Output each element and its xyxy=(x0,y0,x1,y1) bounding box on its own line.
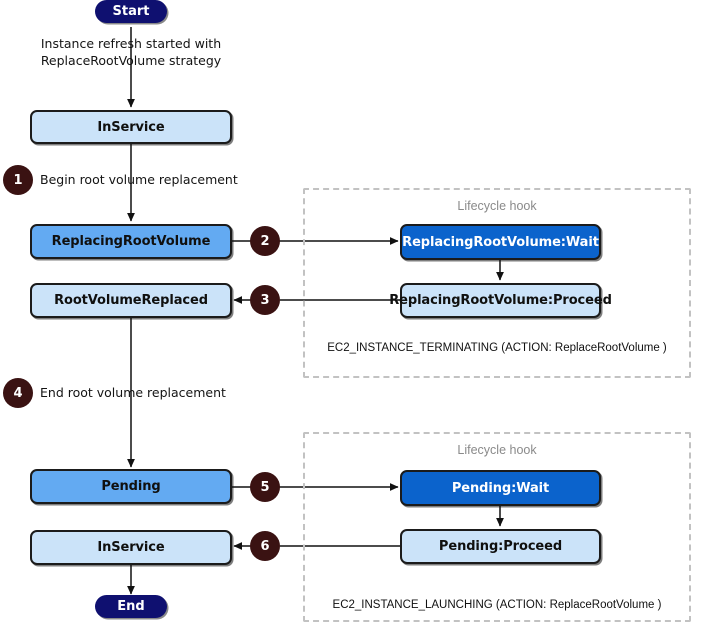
lifecycle-hook-title: Lifecycle hook xyxy=(457,443,537,457)
lifecycle-hook-caption: EC2_INSTANCE_TERMINATING (ACTION: Replac… xyxy=(327,342,667,354)
end-label: End xyxy=(117,599,145,614)
state-label: ReplacingRootVolume:Proceed xyxy=(389,293,612,308)
state-pending: Pending xyxy=(30,469,232,504)
state-inservice-top: InService xyxy=(30,110,232,144)
step-badge-label: 5 xyxy=(260,479,270,495)
lifecycle-hook-group-terminating: Lifecycle hook EC2_INSTANCE_TERMINATING … xyxy=(303,188,691,378)
step-badge-1: 1 xyxy=(3,165,33,195)
state-label: RootVolumeReplaced xyxy=(54,293,208,308)
state-inservice-bottom: InService xyxy=(30,530,232,565)
state-label: Pending:Proceed xyxy=(438,539,563,554)
state-label: Pending:Wait xyxy=(451,480,550,496)
state-label: ReplacingRootVolume:Wait xyxy=(402,234,599,250)
hook-state-pending-wait: Pending:Wait xyxy=(400,470,601,506)
hook-state-pending-proceed: Pending:Proceed xyxy=(400,529,601,564)
edge-label-begin-replacement: Begin root volume replacement xyxy=(40,172,238,187)
state-rootvolumereplaced: RootVolumeReplaced xyxy=(30,283,232,318)
edge-label-start-to-inservice: Instance refresh started with ReplaceRoo… xyxy=(40,36,222,68)
state-replacingrootvolume: ReplacingRootVolume xyxy=(30,224,232,259)
step-badge-label: 2 xyxy=(260,233,270,249)
edge-label-end-replacement: End root volume replacement xyxy=(40,385,226,400)
lifecycle-hook-group-launching: Lifecycle hook EC2_INSTANCE_LAUNCHING (A… xyxy=(303,432,691,622)
hook-state-replacingrootvolume-wait: ReplacingRootVolume:Wait xyxy=(400,224,601,260)
step-badge-6: 6 xyxy=(250,531,280,561)
hook-state-replacingrootvolume-proceed: ReplacingRootVolume:Proceed xyxy=(389,283,612,318)
step-badge-label: 1 xyxy=(13,172,23,188)
end-terminator: End xyxy=(95,595,167,618)
step-badge-label: 4 xyxy=(13,385,23,401)
start-terminator: Start xyxy=(95,0,167,23)
step-badge-label: 6 xyxy=(260,538,270,554)
state-label: Pending xyxy=(101,479,161,494)
step-badge-5: 5 xyxy=(250,472,280,502)
step-badge-3: 3 xyxy=(250,285,280,315)
step-badge-2: 2 xyxy=(250,226,280,256)
start-label: Start xyxy=(112,4,150,19)
state-label: ReplacingRootVolume xyxy=(51,234,211,249)
lifecycle-hook-title: Lifecycle hook xyxy=(457,199,537,213)
step-badge-4: 4 xyxy=(3,378,33,408)
state-label: InService xyxy=(97,119,165,135)
step-badge-label: 3 xyxy=(260,292,270,308)
lifecycle-hook-caption: EC2_INSTANCE_LAUNCHING (ACTION: ReplaceR… xyxy=(332,599,662,611)
state-label: InService xyxy=(97,540,165,555)
